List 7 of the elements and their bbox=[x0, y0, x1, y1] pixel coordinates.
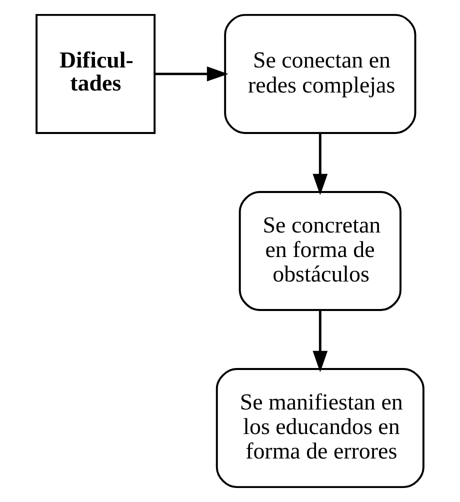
node-box: Se manifiestan en los educandos en forma de errores bbox=[216, 368, 424, 488]
arrow bbox=[312, 132, 328, 196]
arrow bbox=[154, 66, 228, 82]
node-box: Dificul- tades bbox=[36, 14, 156, 134]
node-box: Se conectan en redes complejas bbox=[224, 14, 416, 134]
arrow bbox=[312, 310, 328, 372]
node-box: Se concretan en forma de obstáculos bbox=[238, 191, 402, 311]
